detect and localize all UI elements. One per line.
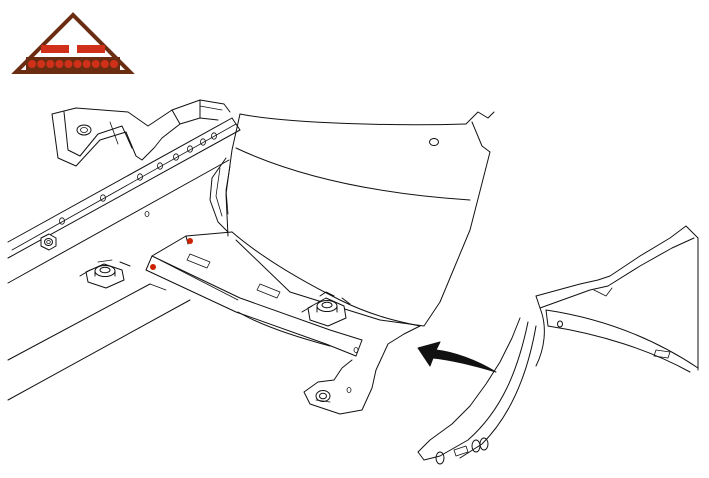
logo-bar-right <box>77 45 105 53</box>
clip-nut-icon <box>301 291 351 327</box>
fender-panel <box>417 225 699 465</box>
sill-bracket <box>145 231 421 415</box>
logo-dot <box>64 60 73 68</box>
rail-nut <box>40 233 57 251</box>
fender-liner <box>209 111 495 327</box>
logo-dot <box>110 60 118 68</box>
tab-grommet <box>315 390 331 403</box>
frame-rail <box>7 117 241 284</box>
logo-dot <box>73 60 82 68</box>
logo-dot <box>55 60 64 68</box>
logo-dot <box>37 60 46 68</box>
fender-studs <box>435 437 489 465</box>
red-markers <box>150 238 193 270</box>
curved-arrow-icon <box>417 341 497 373</box>
clip-nut-icon <box>79 259 131 289</box>
logo-dots <box>28 60 118 68</box>
warning-triangle-logo <box>11 12 135 74</box>
logo-dot <box>28 60 36 68</box>
red-marker <box>150 264 156 270</box>
logo-bar-left <box>41 45 69 53</box>
lower-member <box>7 283 191 401</box>
logo-dot <box>82 60 91 68</box>
logo-dot <box>100 60 109 68</box>
logo-dot <box>46 60 55 68</box>
red-marker <box>187 238 193 244</box>
logo-dot <box>91 60 100 68</box>
upper-bracket <box>51 99 231 167</box>
